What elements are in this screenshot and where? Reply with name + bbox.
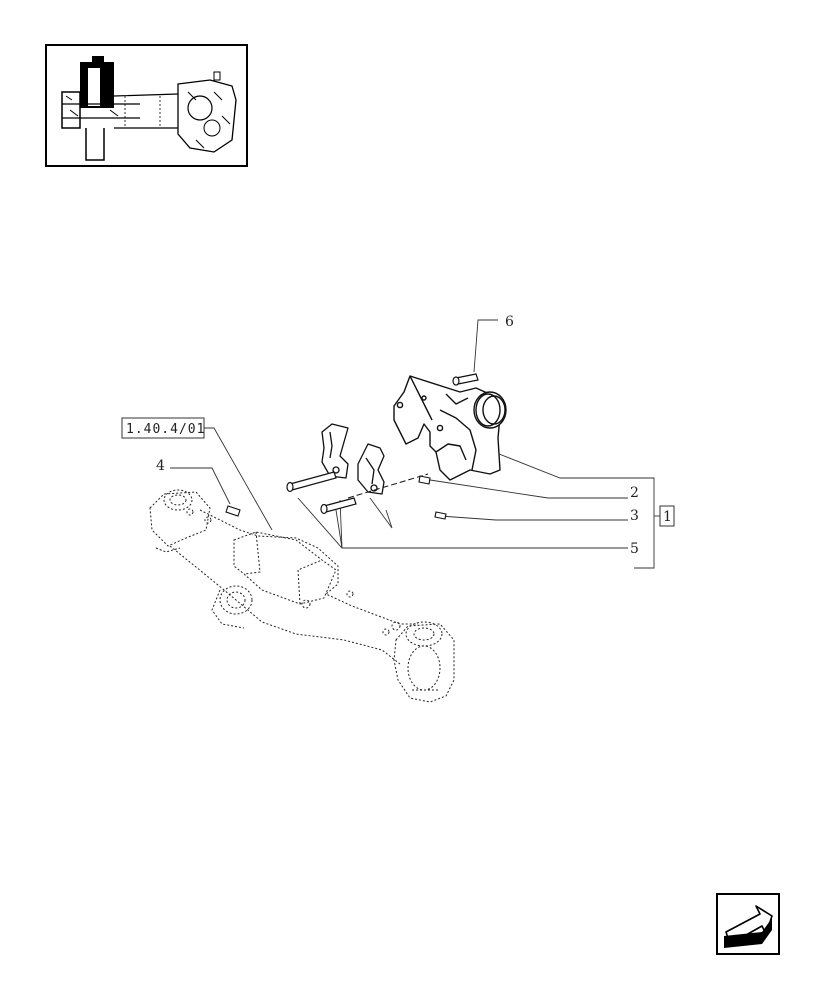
pin-2	[418, 475, 431, 485]
axle-beam	[149, 489, 455, 703]
caliper-bracket-right	[357, 443, 385, 495]
alignment-line	[347, 473, 429, 499]
steering-housing	[393, 375, 507, 481]
callout-5: 5	[630, 541, 639, 557]
pin-3	[434, 511, 447, 520]
axle-thumbnail-icon[interactable]	[45, 44, 248, 167]
reference-box[interactable]: 1.40.4/01	[121, 417, 205, 439]
pin-4	[225, 505, 241, 517]
caliper-bracket-left	[321, 423, 349, 479]
assembly-callout-label: 1	[663, 509, 672, 525]
callout-3: 3	[630, 508, 639, 524]
bolts-5	[286, 471, 357, 515]
callout-6: 6	[505, 314, 514, 330]
previous-page-arrow-icon[interactable]	[716, 893, 780, 955]
reference-label: 1.40.4/01	[126, 422, 205, 437]
bolt-6	[452, 373, 479, 386]
dowel-pins	[225, 475, 447, 520]
callout-2: 2	[630, 485, 639, 501]
assembly-callout-box[interactable]: 1	[659, 505, 675, 527]
callout-4: 4	[156, 458, 165, 474]
callouts: 6 2 3 4 5	[156, 314, 639, 557]
